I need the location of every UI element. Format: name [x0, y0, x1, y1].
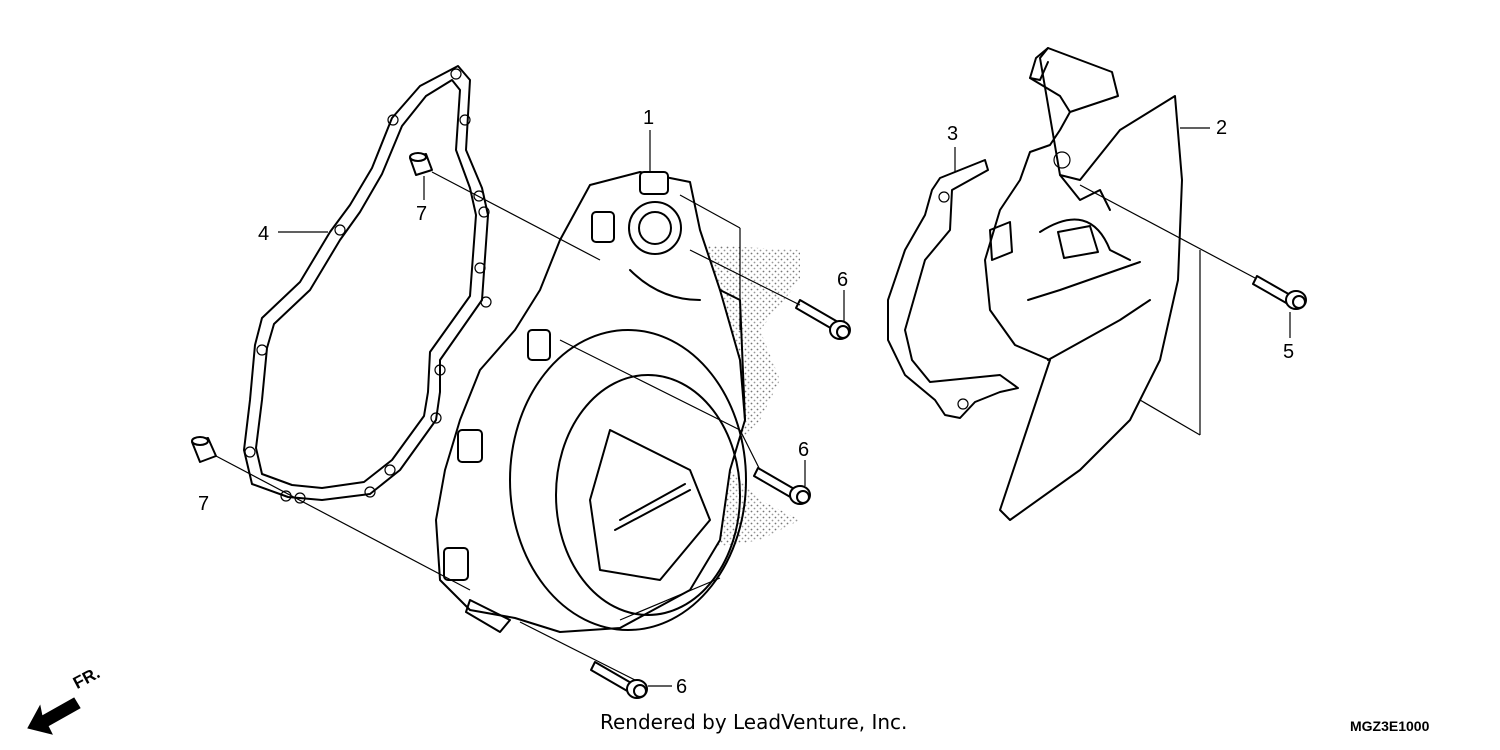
- callout-6-lower: 6: [676, 676, 687, 698]
- callout-3: 3: [947, 123, 958, 145]
- callout-5: 5: [1283, 341, 1294, 363]
- crankcase-cover-part[interactable]: [435, 171, 800, 633]
- sprocket-cover-part[interactable]: [984, 47, 1183, 521]
- render-credit: Rendered by LeadVenture, Inc.: [600, 710, 908, 734]
- bolt-6-upper[interactable]: [795, 299, 851, 340]
- callout-7-lower: 7: [198, 493, 209, 515]
- callout-6-upper: 6: [837, 269, 848, 291]
- callout-1: 1: [643, 107, 654, 129]
- bolt-5[interactable]: [1252, 275, 1307, 310]
- diagram-code: MGZ3E1000: [1350, 718, 1430, 734]
- gasket-part[interactable]: [243, 65, 492, 504]
- callout-2: 2: [1216, 117, 1227, 139]
- bolt-6-lower[interactable]: [590, 661, 648, 699]
- leader-lines: [278, 127, 1291, 687]
- dowel-pin-upper[interactable]: [409, 152, 433, 176]
- guide-lines: [215, 171, 1256, 681]
- bolt-6-middle[interactable]: [753, 467, 811, 505]
- callout-4: 4: [258, 223, 269, 245]
- plate-part[interactable]: [887, 159, 1019, 419]
- dowel-pin-lower[interactable]: [191, 436, 217, 463]
- callout-6-middle: 6: [798, 439, 809, 461]
- callout-7-upper: 7: [416, 203, 427, 225]
- front-direction-arrow-icon: [27, 697, 81, 735]
